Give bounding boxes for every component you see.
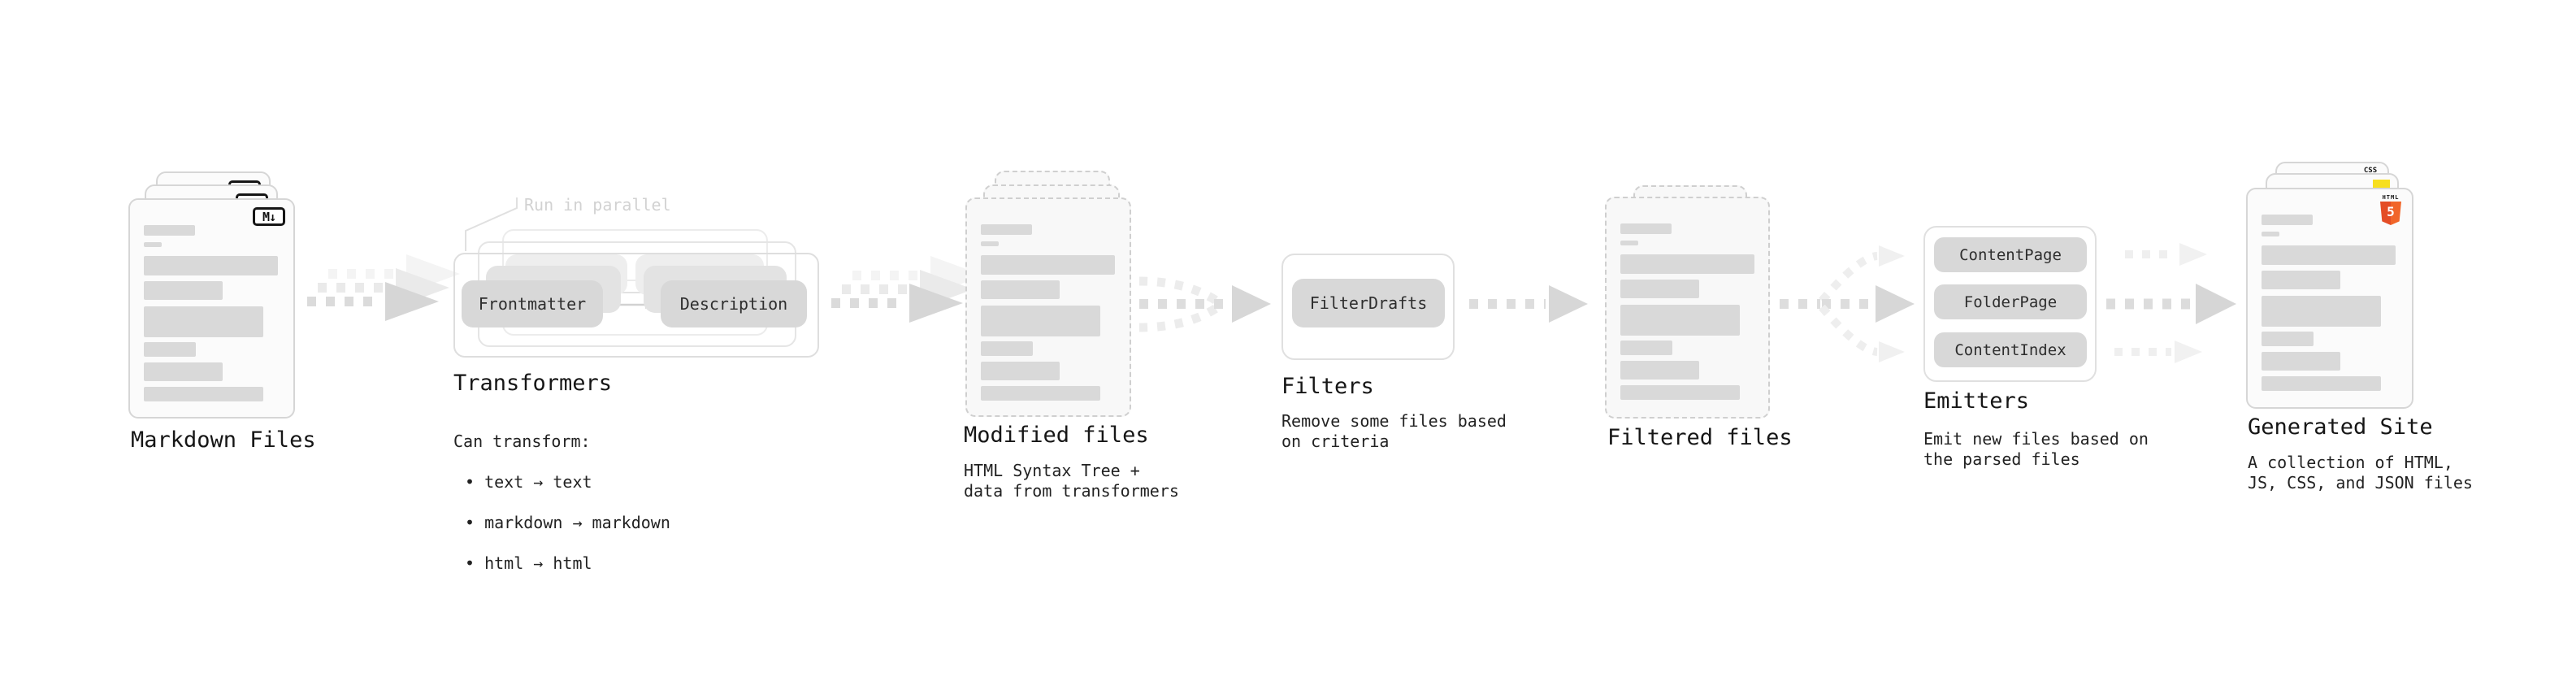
placeholder-text-bar bbox=[1620, 305, 1740, 336]
contentpage-pill: ContentPage bbox=[1934, 237, 2087, 272]
markdown-file-card-front: M↓ bbox=[128, 198, 295, 419]
placeholder-text-bar bbox=[144, 342, 196, 357]
placeholder-text-bar bbox=[1620, 280, 1699, 298]
css-icon-label: CSS bbox=[2363, 167, 2378, 175]
modified-files-description: HTML Syntax Tree + data from transformer… bbox=[964, 461, 1179, 501]
javascript-icon bbox=[2373, 180, 2390, 189]
filters-description: Remove some files based on criteria bbox=[1281, 411, 1507, 451]
frontmatter-pill: Frontmatter bbox=[462, 280, 603, 327]
generated-file-card-front: HTML 5 bbox=[2246, 188, 2413, 409]
placeholder-text-bar bbox=[2262, 296, 2381, 327]
placeholder-text-bar bbox=[1620, 241, 1638, 245]
emitters-title: Emitters bbox=[1923, 388, 2030, 414]
emitters-description: Emit new files based on the parsed files bbox=[1923, 429, 2149, 469]
placeholder-text-bar bbox=[2262, 232, 2279, 236]
transformers-desc-heading: Can transform: bbox=[453, 432, 591, 451]
run-in-parallel-note: Run in parallel bbox=[524, 195, 671, 215]
markdown-icon: M↓ bbox=[253, 207, 285, 226]
placeholder-text-bar bbox=[144, 362, 223, 381]
placeholder-text-bar bbox=[2262, 215, 2313, 225]
placeholder-text-bar bbox=[1620, 361, 1699, 380]
generated-site-title: Generated Site bbox=[2248, 414, 2433, 440]
folderpage-pill: FolderPage bbox=[1934, 284, 2087, 319]
filtered-file-card-front bbox=[1605, 197, 1770, 419]
placeholder-text-bar bbox=[1620, 254, 1754, 274]
placeholder-text-bar bbox=[144, 242, 162, 247]
html5-icon: HTML 5 bbox=[2380, 194, 2401, 225]
placeholder-text-bar bbox=[2262, 332, 2314, 346]
transformer-panel-front bbox=[453, 253, 819, 358]
placeholder-text-bar bbox=[981, 341, 1033, 356]
placeholder-text-bar bbox=[981, 255, 1115, 275]
placeholder-text-bar bbox=[981, 241, 999, 246]
contentindex-pill: ContentIndex bbox=[1934, 332, 2087, 367]
placeholder-text-bar bbox=[144, 225, 195, 236]
modified-files-title: Modified files bbox=[964, 423, 1149, 448]
placeholder-text-bar bbox=[981, 362, 1060, 380]
transform-bullet: • markdown → markdown bbox=[465, 513, 670, 532]
placeholder-text-bar bbox=[144, 256, 278, 275]
placeholder-text-bar bbox=[981, 280, 1060, 299]
transformers-title: Transformers bbox=[453, 371, 613, 396]
modified-file-card-front bbox=[965, 197, 1131, 417]
description-pill: Description bbox=[661, 280, 807, 327]
transform-bullet: • html → html bbox=[465, 553, 592, 573]
placeholder-text-bar bbox=[981, 386, 1100, 401]
placeholder-text-bar bbox=[144, 281, 223, 300]
placeholder-text-bar bbox=[144, 387, 263, 401]
filtered-files-title: Filtered files bbox=[1607, 425, 1793, 450]
html5-icon-shield: 5 bbox=[2380, 202, 2401, 225]
markdown-files-title: Markdown Files bbox=[131, 427, 316, 453]
placeholder-text-bar bbox=[981, 306, 1100, 336]
generated-site-description: A collection of HTML, JS, CSS, and JSON … bbox=[2248, 453, 2473, 492]
filterdrafts-pill: FilterDrafts bbox=[1292, 279, 1445, 327]
placeholder-text-bar bbox=[2262, 271, 2340, 289]
placeholder-text-bar bbox=[144, 306, 263, 337]
html5-icon-label: HTML bbox=[2382, 194, 2400, 201]
placeholder-text-bar bbox=[1620, 340, 1672, 355]
transformers-description: Can transform: • text → text • markdown … bbox=[453, 411, 670, 594]
placeholder-text-bar bbox=[2262, 245, 2396, 265]
filters-title: Filters bbox=[1281, 374, 1374, 399]
transform-bullet: • text → text bbox=[465, 472, 592, 492]
placeholder-text-bar bbox=[1620, 385, 1740, 400]
placeholder-text-bar bbox=[2262, 376, 2381, 391]
placeholder-text-bar bbox=[981, 224, 1032, 235]
html5-icon-number: 5 bbox=[2387, 204, 2395, 219]
placeholder-text-bar bbox=[1620, 223, 1672, 234]
placeholder-text-bar bbox=[2262, 352, 2340, 371]
